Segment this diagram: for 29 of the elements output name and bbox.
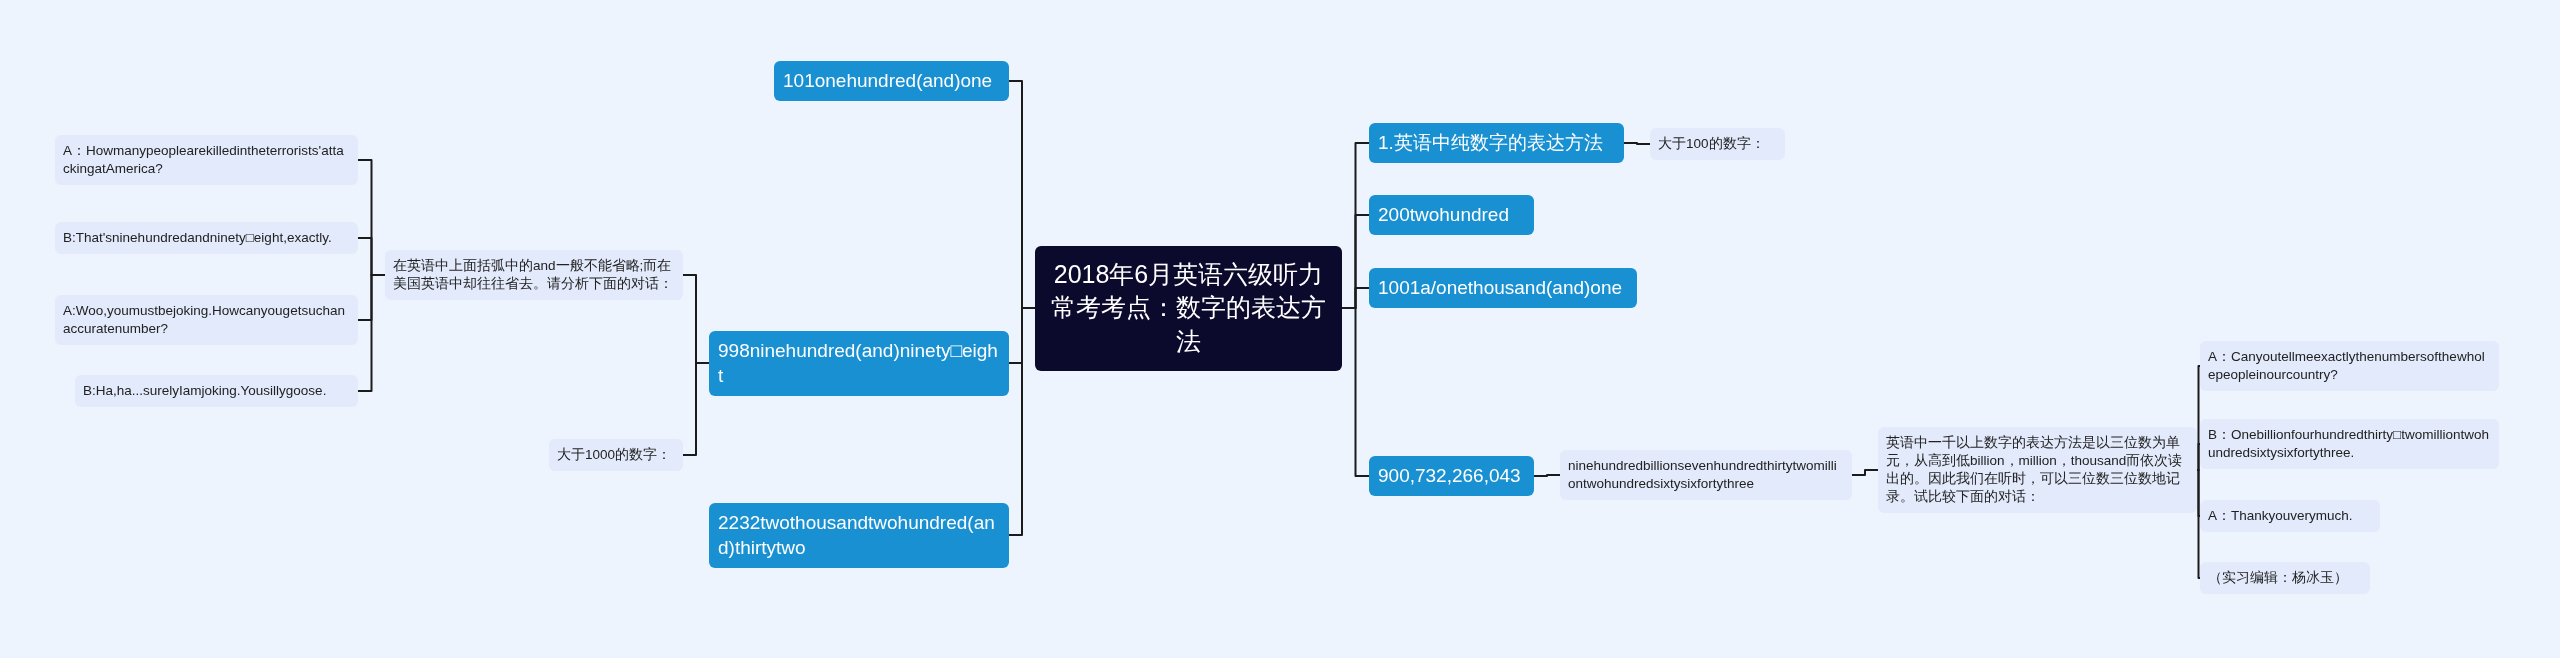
connector: [1008, 307, 1036, 536]
connector: [357, 274, 386, 392]
subtopic-box: 在英语中上面括弧中的and一般不能省略;而在美国英语中却往往省去。请分析下面的对话：: [385, 250, 683, 301]
connector: [1341, 307, 1370, 477]
subtopic-box: B：Onebillionfourhundredthirty□twomilliontwohundredsixtysixfortythree.: [2200, 419, 2499, 470]
subtopic-box: 英语中一千以上数字的表达方法是以三位数为单元，从高到低billion，million，thousand而依次读出的。因此我们在听时，可以三位数三位数地记录。试比较下面的对话：: [1878, 426, 2197, 514]
subtopic-box: 大于100的数字：: [1650, 128, 1785, 161]
connector: [1533, 474, 1561, 477]
subtopic-box: B:That'sninehundredandninety□eight,exactly.: [55, 222, 358, 255]
topic-box: 1001a/onethousand(and)one: [1369, 268, 1637, 308]
connector: [682, 362, 710, 456]
central-topic: 2018年6月英语六级听力常考考点：数字的表达方法: [1035, 245, 1342, 371]
subtopic-box: 大于1000的数字：: [549, 439, 683, 472]
subtopic-box: A:Woo,youmustbejoking.Howcanyougetsuchanaccuratenumber?: [55, 295, 358, 346]
topic-box: 2232twothousandtwohundred(and)thirtytwo: [709, 502, 1009, 568]
subtopic-box: （实习编辑：杨冰玉）: [2200, 562, 2370, 595]
subtopic-box: A：Thankyouverymuch.: [2200, 500, 2380, 533]
topic-box: 900,732,266,043: [1369, 456, 1534, 496]
connector: [1851, 469, 1879, 476]
subtopic-box: A：Canyoutellmeexactlythenumbersofthewholepeopleinourcountry?: [2200, 341, 2499, 392]
subtopic-box: A：Howmanypeoplearekilledintheterrorists'attackingatAmerica?: [55, 135, 358, 186]
topic-box: 101onehundred(and)one: [774, 61, 1009, 101]
connector: [2196, 469, 2201, 579]
subtopic-box: B:Ha,ha...surelyIamjoking.Yousillygoose.: [75, 375, 358, 408]
topic-box: 998ninehundred(and)ninety□eight: [709, 330, 1009, 396]
connector: [1623, 142, 1651, 145]
topic-box: 1.英语中纯数字的表达方法: [1369, 123, 1624, 163]
topic-box: 200twohundred: [1369, 195, 1534, 235]
subtopic-box: ninehundredbillionsevenhundredthirtytwomilliontwohundredsixtysixfortythree: [1560, 450, 1852, 501]
